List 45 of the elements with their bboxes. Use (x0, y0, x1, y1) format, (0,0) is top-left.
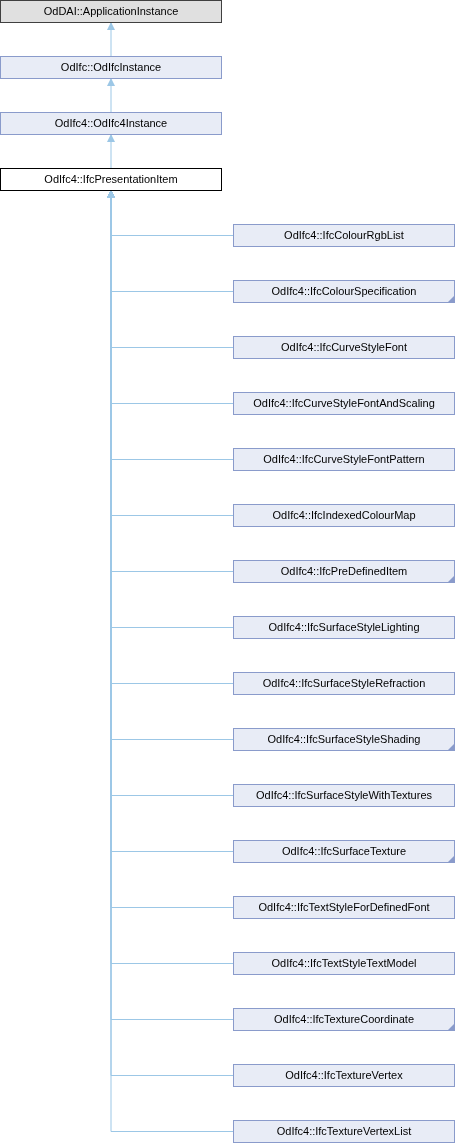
class-box (233, 840, 455, 863)
class-name: OdIfc4::IfcCurveStyleFontAndScaling (253, 398, 435, 409)
class-box (233, 784, 455, 807)
class-name: OdIfc4::IfcPreDefinedItem (280, 566, 408, 577)
inheritance-arrow (107, 22, 115, 57)
inheritance-arrow (107, 134, 115, 169)
class-name: OdIfc4::IfcIndexedColourMap (272, 510, 416, 521)
class-box (233, 1008, 455, 1031)
class-box (233, 336, 455, 359)
class-name: OdIfc4::IfcPresentationItem (44, 174, 178, 185)
class-name: OdIfc4::IfcTextureVertex (285, 1070, 403, 1081)
class-box (0, 0, 222, 23)
class-name: OdIfc4::IfcSurfaceStyleRefraction (262, 678, 426, 689)
class-box (233, 224, 455, 247)
class-name: OdIfc4::IfcTextureCoordinate (274, 1014, 414, 1025)
class-name: OdDAI::ApplicationInstance (43, 6, 179, 17)
class-box (233, 616, 455, 639)
class-name: OdIfc4::IfcTextStyleTextModel (271, 958, 417, 969)
class-box (0, 168, 222, 191)
class-box (233, 672, 455, 695)
class-box (233, 560, 455, 583)
class-box (233, 448, 455, 471)
class-name: OdIfc4::IfcTextureVertexList (276, 1126, 412, 1137)
class-box (233, 504, 455, 527)
class-box (233, 728, 455, 751)
class-box (233, 280, 455, 303)
class-box (0, 112, 222, 135)
class-name: OdIfc4::IfcColourRgbList (284, 230, 404, 241)
class-name: OdIfc4::IfcCurveStyleFont (281, 342, 407, 353)
class-box (233, 1064, 455, 1087)
class-name: OdIfc4::IfcSurfaceStyleLighting (268, 622, 420, 633)
class-name: OdIfc4::IfcSurfaceStyleShading (267, 734, 421, 745)
inheritance-arrow (107, 78, 115, 113)
class-name: OdIfc4::IfcSurfaceTexture (281, 846, 407, 857)
class-name: OdIfc::OdIfcInstance (60, 62, 162, 73)
class-name: OdIfc4::IfcCurveStyleFontPattern (263, 454, 425, 465)
class-box (233, 392, 455, 415)
class-box (0, 56, 222, 79)
class-box (233, 896, 455, 919)
class-name: OdIfc4::IfcColourSpecification (271, 286, 417, 297)
class-box (233, 1120, 455, 1143)
class-name: OdIfc4::IfcSurfaceStyleWithTextures (255, 790, 433, 801)
class-box (233, 952, 455, 975)
class-name: OdIfc4::OdIfc4Instance (54, 118, 168, 129)
class-name: OdIfc4::IfcTextStyleForDefinedFont (258, 902, 430, 913)
